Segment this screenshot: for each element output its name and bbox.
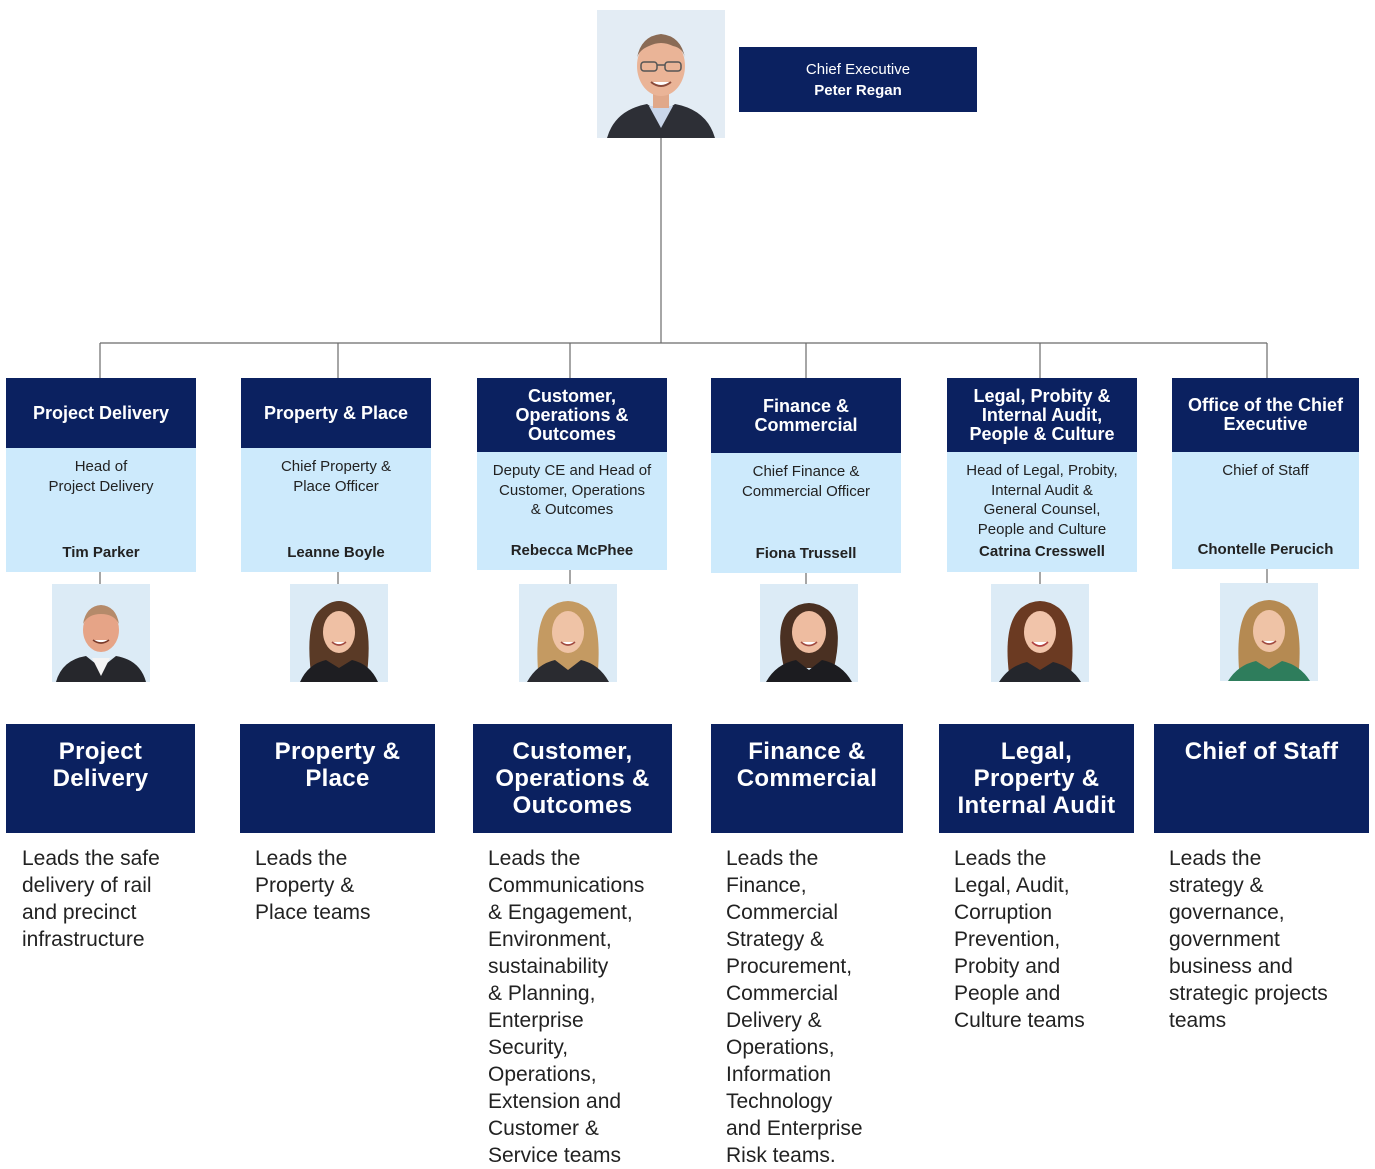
exec-photo [519, 584, 617, 682]
exec-card: Chief Finance & Commercial Officer Fiona… [711, 453, 901, 573]
exec-unit-header: Legal, Probity & Internal Audit, People … [947, 378, 1137, 452]
exec-unit-header: Office of the Chief Executive [1172, 378, 1359, 452]
exec-role: Deputy CE and Head of Customer, Operatio… [492, 462, 652, 518]
exec-name: Fiona Trussell [755, 544, 857, 562]
ceo-title-box: Chief Executive Peter Regan [739, 47, 977, 112]
department-description: Leads the safe delivery of rail and prec… [22, 847, 160, 951]
exec-role: Chief Property & Place Officer [280, 458, 392, 495]
exec-unit-header: Property & Place [241, 378, 431, 448]
exec-card: Chief Property & Place Officer Leanne Bo… [241, 448, 431, 572]
department-box: Property & Place [240, 724, 435, 833]
exec-name: Catrina Cresswell [979, 542, 1105, 560]
exec-name: Leanne Boyle [287, 543, 385, 561]
exec-name: Rebecca McPhee [510, 541, 634, 559]
exec-photo [760, 584, 858, 682]
exec-role: Head of Project Delivery [48, 458, 154, 495]
exec-role: Head of Legal, Probity, Internal Audit &… [966, 462, 1118, 538]
department-box: Chief of Staff [1154, 724, 1369, 833]
department-description: Leads the Finance, Commercial Strategy &… [726, 847, 863, 1167]
exec-name: Tim Parker [62, 543, 140, 561]
department-description: Leads the strategy & governance, governm… [1169, 847, 1328, 1032]
department-description: Leads the Communications & Engagement, E… [488, 847, 645, 1167]
exec-role: Chief of Staff [1222, 462, 1309, 479]
exec-photo [290, 584, 388, 682]
exec-photo [52, 584, 150, 682]
department-box: Legal, Property & Internal Audit [939, 724, 1134, 833]
exec-unit-header: Customer, Operations & Outcomes [477, 378, 667, 452]
exec-unit-header: Finance & Commercial [711, 378, 901, 453]
department-box: Finance & Commercial [711, 724, 903, 833]
exec-unit-header: Project Delivery [6, 378, 196, 448]
department-description: Leads the Legal, Audit, Corruption Preve… [954, 847, 1085, 1032]
exec-name: Chontelle Perucich [1197, 540, 1334, 558]
exec-role: Chief Finance & Commercial Officer [741, 463, 871, 500]
exec-card: Head of Legal, Probity, Internal Audit &… [947, 452, 1137, 572]
department-description: Leads the Property & Place teams [255, 847, 371, 924]
exec-photo [1220, 583, 1318, 681]
ceo-name: Peter Regan [814, 81, 902, 99]
exec-card: Chief of Staff Chontelle Perucich [1172, 452, 1359, 569]
exec-card: Head of Project Delivery Tim Parker [6, 448, 196, 572]
ceo-role: Chief Executive [805, 60, 911, 78]
department-box: Project Delivery [6, 724, 195, 833]
exec-card: Deputy CE and Head of Customer, Operatio… [477, 452, 667, 570]
department-box: Customer, Operations & Outcomes [473, 724, 672, 833]
exec-photo [991, 584, 1089, 682]
ceo-photo [597, 10, 725, 138]
